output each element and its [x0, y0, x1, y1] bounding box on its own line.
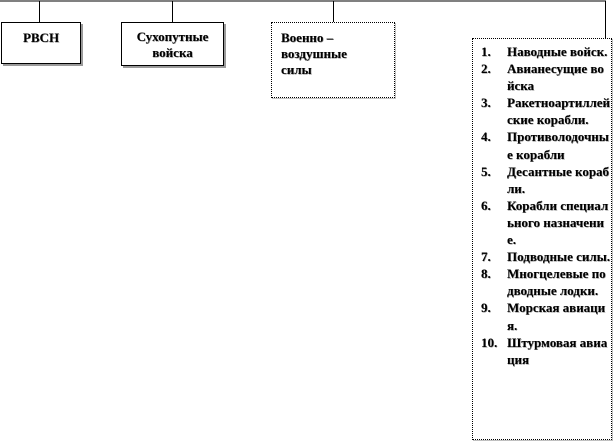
ground-forces-box: Сухопутные войска — [121, 22, 224, 66]
list-item-number: 4. — [481, 129, 491, 145]
list-item-text: Ракетноартиллейские корабли. — [507, 95, 611, 128]
list-item-text: Наводные войск. — [507, 44, 608, 59]
ground-forces-label-line2: войска — [152, 45, 193, 60]
list-item-number: 1. — [481, 44, 491, 59]
list-item: 1. Наводные войск. — [473, 43, 611, 60]
ground-forces-label-line1: Сухопутные — [136, 29, 209, 44]
list-item-number: 10. — [481, 334, 498, 350]
navy-list-box: 1. Наводные войск. 2. Авианесущие войска… — [472, 38, 612, 440]
list-item-number: 8. — [481, 266, 491, 282]
list-item-number: 3. — [481, 95, 491, 111]
list-item-text: Штурмовая авиация — [507, 334, 608, 367]
list-item: 5. Десантные корабли. — [473, 163, 611, 197]
list-item-number: 2. — [481, 61, 491, 77]
rvsn-label: РВСН — [22, 30, 60, 45]
list-item-text: Корабли специального назначение. — [507, 197, 609, 248]
list-item-text: Многцелевые подводные лодки. — [507, 266, 606, 299]
list-item-text: Морская авиация. — [507, 300, 606, 333]
air-force-label-line3: силы — [281, 62, 312, 77]
list-item-number: 7. — [481, 249, 491, 265]
air-force-box: Военно – воздушные силы — [271, 22, 395, 98]
list-item: 10. Штурмовая авиация — [473, 334, 611, 368]
list-item: 9. Морская авиация. — [473, 299, 611, 333]
list-item-text: Противолодочные корабли — [507, 129, 609, 162]
list-item-text: Десантные корабли. — [507, 163, 610, 196]
navy-list: 1. Наводные войск. 2. Авианесущие войска… — [473, 39, 611, 368]
air-force-label-line1: Военно – — [281, 30, 334, 45]
list-item-number: 9. — [481, 300, 491, 316]
list-item: 4. Противолодочные корабли — [473, 128, 611, 162]
rvsn-box: РВСН — [1, 22, 81, 64]
list-item-number: 6. — [481, 197, 491, 213]
list-item: 8. Многцелевые подводные лодки. — [473, 265, 611, 299]
list-item: 6. Корабли специального назначение. — [473, 197, 611, 248]
air-force-label-line2: воздушные — [281, 46, 347, 61]
list-item: 2. Авианесущие войска — [473, 60, 611, 94]
list-item: 3. Ракетноартиллейские корабли. — [473, 94, 611, 128]
list-item-text: Подводные силы. — [507, 249, 611, 265]
list-item-text: Авианесущие войска — [507, 61, 604, 94]
list-item-number: 5. — [481, 163, 491, 179]
list-item: 7. Подводные силы. — [473, 248, 611, 265]
